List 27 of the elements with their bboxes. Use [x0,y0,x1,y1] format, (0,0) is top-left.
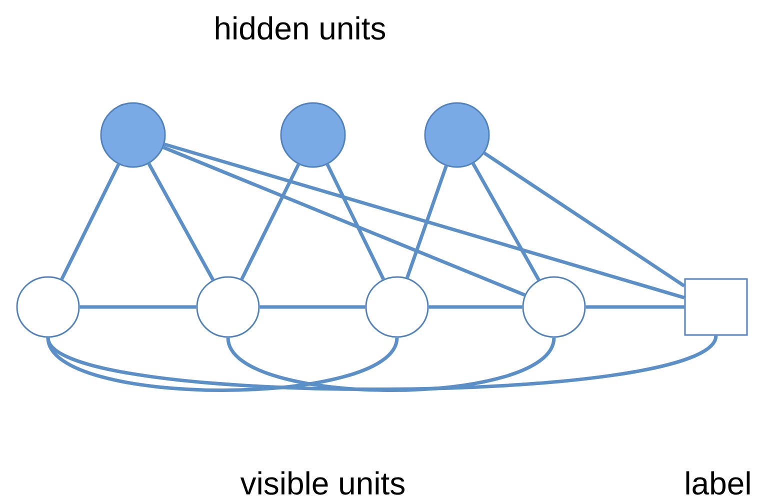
visible-unit-circle [365,276,429,338]
connector-line [162,146,526,297]
connector-line [472,162,540,281]
hidden-unit-circle [100,102,166,168]
curved-connector [46,337,399,392]
connector-line [428,305,522,309]
label-box [684,278,748,336]
connector-line [240,164,300,280]
connector-line [326,164,385,280]
curved-connector [226,337,556,392]
caption-text: visible units [240,471,404,495]
connector-line [260,305,366,309]
connector-line [60,164,120,280]
connector-line [586,305,684,309]
hidden-unit-circle [280,102,346,168]
connector-line [483,152,686,288]
connector-line [80,305,196,309]
caption-text: label [686,471,750,495]
visible-unit-circle [196,276,260,338]
visible-unit-circle [16,276,80,338]
hidden-unit-circle [424,102,490,168]
connector-line [164,142,685,300]
curved-connector [46,334,718,391]
caption-text: hidden units [216,16,386,40]
connector-line [406,165,448,278]
connector-line [147,162,215,281]
visible-unit-circle [522,276,586,338]
